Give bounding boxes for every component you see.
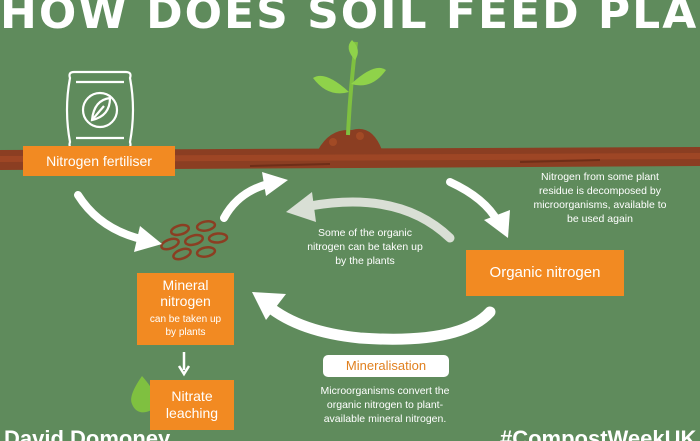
mineral-nitrogen-line1: Mineral <box>162 277 209 293</box>
arrow-mineralisation <box>252 292 496 345</box>
author-credit: David Domoney <box>4 426 171 441</box>
organic-nitrogen-label: Organic nitrogen <box>489 264 601 281</box>
hashtag: #CompostWeekUK <box>500 426 697 441</box>
water-drop-icon <box>131 376 156 413</box>
mineral-nitrogen-line2: nitrogen <box>160 293 211 309</box>
microbes-line1: Microorganisms convert the <box>320 385 450 397</box>
arrow-organic-uptake <box>286 192 455 243</box>
decomposition-line3: microorganisms, available to <box>533 199 667 211</box>
nitrate-line2: leaching <box>165 405 219 421</box>
soil-strip <box>0 147 700 170</box>
uptake-line2: nitrogen can be taken up <box>307 241 423 253</box>
nitrogen-fertiliser-label: Nitrogen fertiliser <box>46 153 152 169</box>
nitrate-leaching-box: Nitrate leaching <box>150 380 234 430</box>
pellets-icon <box>160 220 229 261</box>
uptake-line1: Some of the organic <box>318 227 412 239</box>
decomposition-line1: Nitrogen from some plant <box>541 171 659 183</box>
decomposition-note: Nitrogen from some plant residue is deco… <box>500 170 700 226</box>
mineral-nitrogen-sub1: can be taken up <box>149 314 222 325</box>
plant-icon <box>313 40 386 150</box>
arrow-pellets-to-plant <box>220 172 288 222</box>
uptake-note: Some of the organic nitrogen can be take… <box>295 226 435 268</box>
page-title: HOW DOES SOIL FEED PLANTS? <box>0 0 700 39</box>
mineral-nitrogen-sub2: by plants <box>165 327 206 338</box>
microbes-line3: available mineral nitrogen. <box>323 413 447 425</box>
nitrate-line1: Nitrate <box>171 388 213 404</box>
microbes-line2: organic nitrogen to plant- <box>326 399 444 411</box>
fertiliser-bag-icon <box>65 70 135 150</box>
arrow-plant-to-organic <box>446 178 510 238</box>
arrow-mineral-to-leaching <box>177 352 191 377</box>
mineralisation-tag: Mineralisation <box>323 355 449 377</box>
mineralisation-label: Mineralisation <box>345 358 427 373</box>
organic-nitrogen-box: Organic nitrogen <box>466 250 624 296</box>
microbes-note: Microorganisms convert the organic nitro… <box>300 384 470 426</box>
nitrogen-fertiliser-box: Nitrogen fertiliser <box>23 146 175 176</box>
decomposition-line4: be used again <box>567 213 633 225</box>
arrow-fertiliser-to-pellets <box>74 191 162 252</box>
mineral-nitrogen-box: Mineral nitrogen can be taken up by plan… <box>137 273 234 345</box>
decomposition-line2: residue is decomposed by <box>539 185 661 197</box>
uptake-line3: by the plants <box>335 255 395 267</box>
